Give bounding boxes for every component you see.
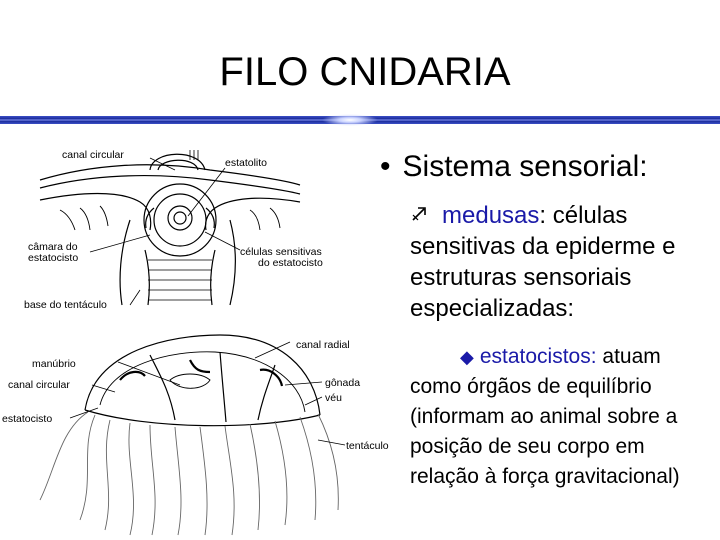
- slide-title: FILO CNIDARIA: [0, 50, 720, 95]
- item-line1-rest: atuam: [597, 345, 661, 368]
- sub-bullet: medusas: células sensitivas da epiderme …: [410, 200, 675, 324]
- label-estatolito: estatolito: [225, 157, 267, 169]
- statocyst-section-drawing: [40, 150, 300, 305]
- label-camara-line2: estatocisto: [28, 252, 78, 264]
- medusa-drawing: [85, 335, 320, 426]
- item-line4: posição de seu corpo em: [410, 435, 645, 458]
- label-veu: véu: [325, 392, 342, 404]
- label-celulas-line2: do estatocisto: [258, 257, 323, 269]
- heading-text: Sistema sensorial:: [403, 150, 648, 183]
- sub-line2: sensitivas da epiderme e: [410, 233, 675, 260]
- label-canal-circular-top: canal circular: [62, 149, 124, 161]
- keyword-estatocistos: estatocistos:: [480, 345, 597, 368]
- item-line2: como órgãos de equilíbrio: [410, 375, 652, 398]
- sub-line1-rest: : células: [539, 202, 627, 229]
- diamond-bullet-icon: ◆: [460, 347, 474, 367]
- label-canal-circular-bottom: canal circular: [8, 379, 70, 391]
- keyword-medusas: medusas: [442, 202, 539, 229]
- label-manubrio: manúbrio: [32, 358, 76, 370]
- bullet-symbol: •: [380, 150, 391, 183]
- sub-sub-bullet: ◆ estatocistos: atuam como órgãos de equi…: [410, 342, 680, 492]
- label-estatocisto: estatocisto: [2, 413, 52, 425]
- label-canal-radial: canal radial: [296, 339, 350, 351]
- label-gonada: gônada: [325, 377, 360, 389]
- label-base-tentaculo: base do tentáculo: [24, 299, 107, 311]
- title-divider: [0, 114, 720, 126]
- jellyfish-diagram: canal circular estatolito câmara do esta…: [0, 130, 400, 540]
- item-line5: relação à força gravitacional): [410, 465, 680, 488]
- arrow-icon: [410, 200, 434, 231]
- tentacles-drawing: [40, 412, 338, 535]
- item-line3: (informam ao animal sobre a: [410, 405, 677, 428]
- label-tentaculo: tentáculo: [346, 440, 389, 452]
- sub-line3: estruturas sensoriais: [410, 264, 631, 291]
- bullet-heading: • Sistema sensorial:: [380, 150, 648, 184]
- sub-line4: especializadas:: [410, 295, 574, 322]
